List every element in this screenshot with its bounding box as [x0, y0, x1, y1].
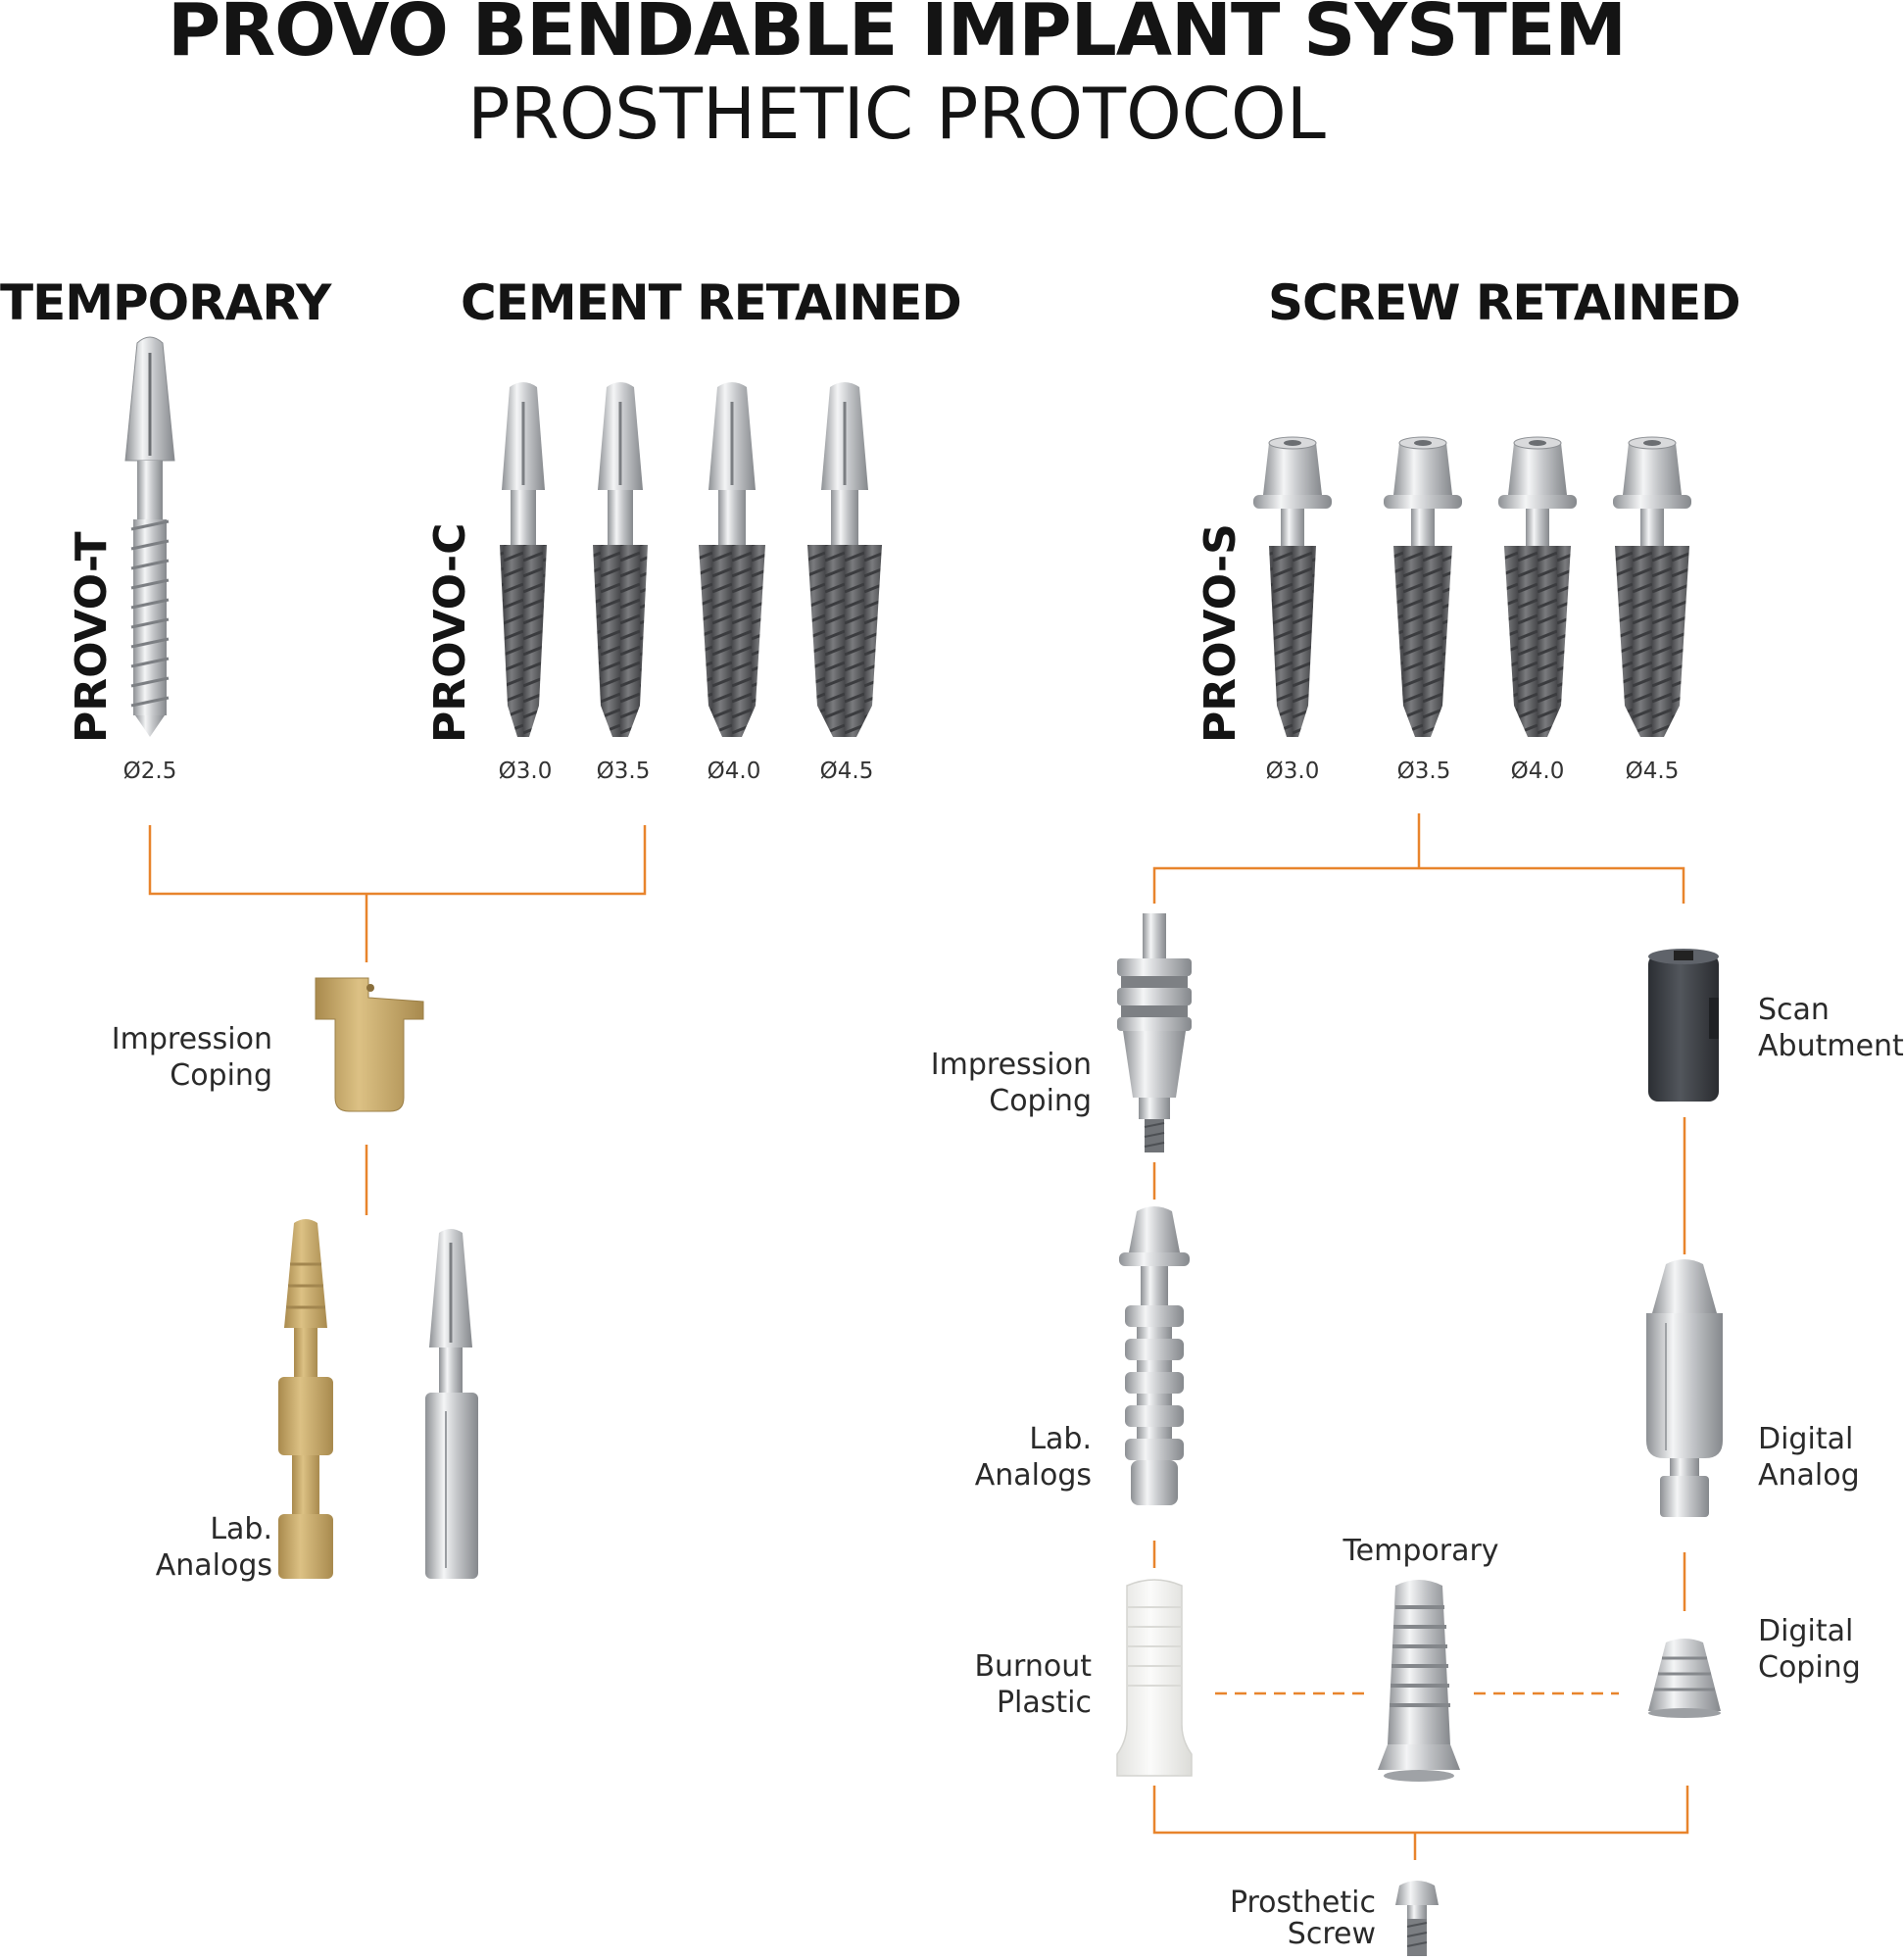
diameter-label: Ø3.5: [596, 759, 651, 784]
provo-c-implants: [500, 382, 882, 737]
diameter-label: Ø4.5: [819, 759, 874, 784]
label-temporary: Temporary: [1343, 1534, 1499, 1568]
label-right-impression-coping: Impression Coping: [930, 1048, 1092, 1118]
label-digital-analog: Digital Analog: [1758, 1422, 1860, 1493]
temporary-abutment-part: [1378, 1580, 1460, 1782]
section-cement-retained: CEMENT RETAINED: [461, 274, 962, 331]
left-lab-analog-titanium: [425, 1229, 478, 1579]
label-left-lab-analogs: Lab. Analogs: [155, 1512, 272, 1583]
section-screw-retained: SCREW RETAINED: [1268, 274, 1741, 331]
label-burnout-plastic: Burnout Plastic: [974, 1649, 1092, 1720]
label-left-impression-coping: Impression Coping: [111, 1022, 272, 1093]
burnout-plastic-part: [1116, 1579, 1193, 1777]
product-label-provo-c: PROVO-C: [425, 522, 475, 743]
product-label-provo-s: PROVO-S: [1196, 523, 1245, 743]
label-right-lab-analogs: Lab. Analogs: [974, 1422, 1092, 1493]
label-scan-abutment: Scan Abutment: [1758, 993, 1904, 1063]
section-temporary: TEMPORARY: [0, 274, 331, 331]
diameter-label: Ø4.0: [1510, 759, 1565, 784]
digital-analog-part: [1646, 1259, 1723, 1517]
scan-abutment-part: [1648, 949, 1719, 1102]
product-label-provo-t: PROVO-T: [67, 531, 117, 743]
diameter-label: Ø3.0: [1265, 759, 1320, 784]
diameter-label: Ø2.5: [122, 759, 177, 784]
diameter-label: Ø3.5: [1396, 759, 1451, 784]
diameter-label: Ø4.0: [707, 759, 761, 784]
digital-coping-part: [1648, 1639, 1721, 1718]
right-lab-analog-part: [1119, 1206, 1190, 1505]
page-subtitle: PROSTHETIC PROTOCOL: [467, 73, 1326, 155]
label-digital-coping: Digital Coping: [1758, 1614, 1861, 1685]
left-lab-analog-gold: [278, 1219, 333, 1579]
label-prosthetic-screw: Prosthetic Screw: [1229, 1886, 1376, 1951]
connector-lines: [148, 813, 1689, 1860]
provo-t-implant: [124, 336, 175, 737]
left-impression-coping-part: [315, 977, 424, 1112]
provo-s-implants: [1253, 436, 1691, 737]
right-impression-coping-part: [1117, 913, 1192, 1152]
diameter-label: Ø4.5: [1625, 759, 1680, 784]
page-title: PROVO BENDABLE IMPLANT SYSTEM: [167, 0, 1627, 73]
diameter-label: Ø3.0: [498, 759, 553, 784]
prosthetic-screw-part: [1395, 1881, 1439, 1956]
